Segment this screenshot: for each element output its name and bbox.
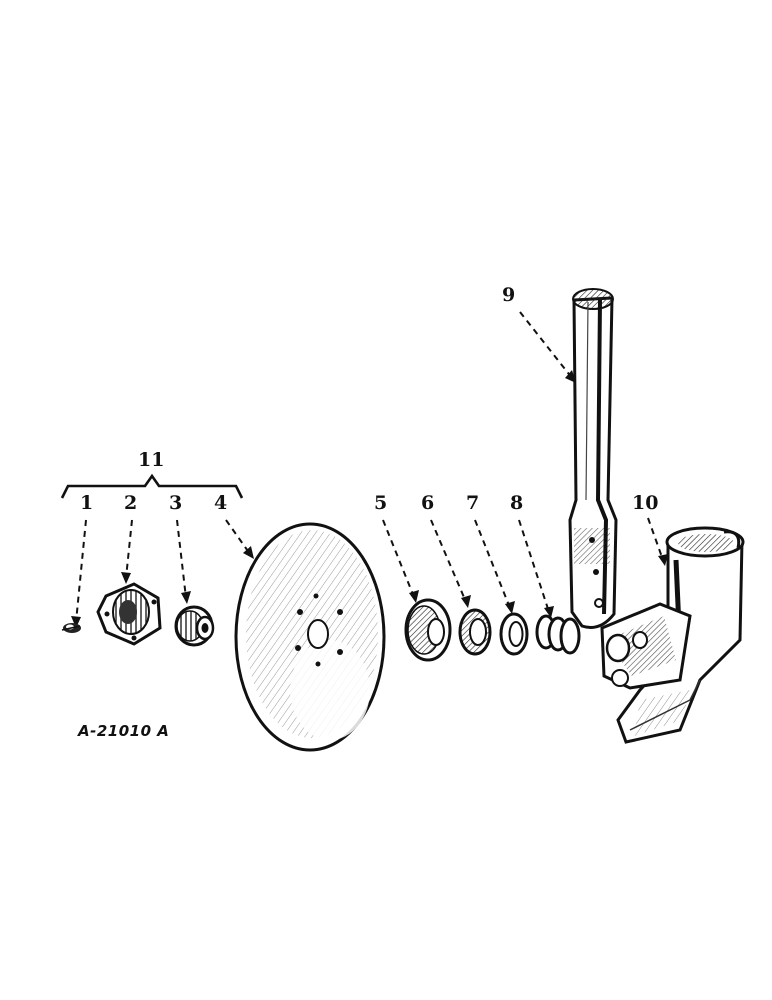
part-6-washer bbox=[458, 608, 492, 656]
callout-5: 5 bbox=[374, 492, 388, 514]
callout-8: 8 bbox=[510, 492, 524, 514]
assembly-bracket bbox=[60, 473, 244, 499]
callout-10: 10 bbox=[632, 492, 659, 514]
callout-4: 4 bbox=[214, 492, 228, 514]
part-2-hub-cap bbox=[96, 582, 162, 646]
callout-9: 9 bbox=[502, 284, 516, 306]
leader-lines bbox=[75, 311, 664, 623]
part-4-disc-blade bbox=[234, 522, 386, 752]
part-3-bearing bbox=[174, 605, 215, 647]
part-8-spacer bbox=[535, 614, 581, 655]
figure-code: A-21010 A bbox=[78, 722, 170, 740]
callout-7: 7 bbox=[466, 492, 480, 514]
leader-arrowheads bbox=[71, 370, 668, 628]
part-5-bearing-housing bbox=[404, 598, 452, 662]
part-9-shank-arm bbox=[568, 288, 618, 629]
callout-6: 6 bbox=[421, 492, 435, 514]
part-7-washer bbox=[499, 612, 529, 656]
callout-2: 2 bbox=[124, 492, 138, 514]
part-1-grease-fitting bbox=[61, 623, 81, 633]
callout-11: 11 bbox=[138, 449, 165, 471]
callout-1: 1 bbox=[80, 492, 94, 514]
callout-3: 3 bbox=[169, 492, 183, 514]
part-10-bracket bbox=[600, 526, 745, 744]
